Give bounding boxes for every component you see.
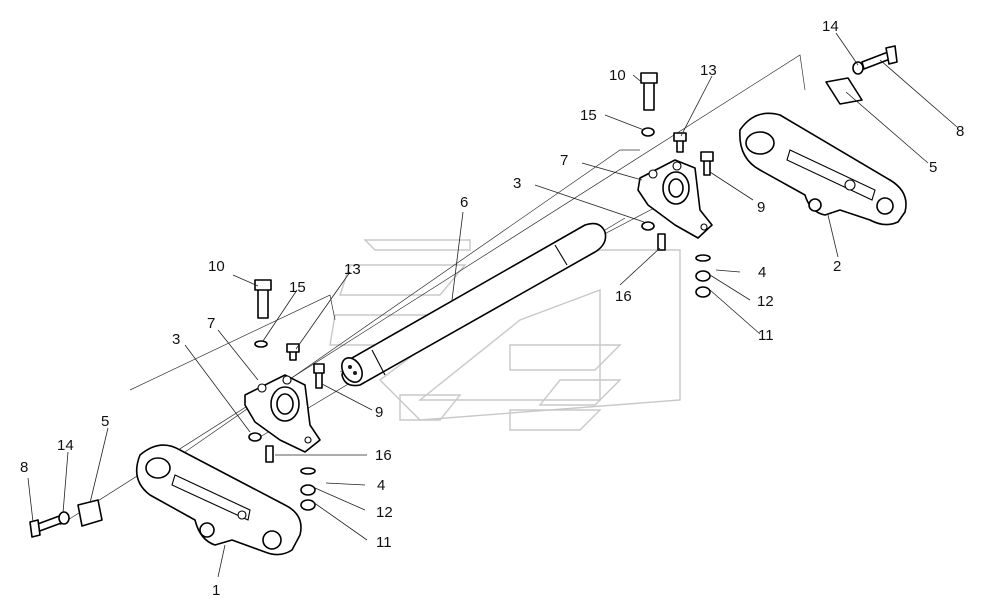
label-8-left: 8	[20, 459, 28, 476]
label-3-right: 3	[513, 175, 521, 192]
label-3-left: 3	[172, 331, 180, 348]
label-5-left: 5	[101, 413, 109, 430]
label-13-right: 13	[700, 62, 717, 79]
label-1: 1	[212, 582, 220, 599]
label-15-right: 15	[580, 107, 597, 124]
label-7-right: 7	[560, 152, 568, 169]
label-8-right: 8	[956, 123, 964, 140]
label-12-left: 12	[376, 504, 393, 521]
label-16-left: 16	[375, 447, 392, 464]
label-11-left: 11	[376, 534, 392, 551]
watermark-logo	[329, 239, 681, 431]
right-bearing-block	[637, 159, 713, 239]
label-7-left: 7	[207, 315, 215, 332]
shaft	[341, 222, 607, 387]
label-10-right: 10	[609, 67, 626, 84]
label-12-right: 12	[757, 293, 774, 310]
label-9-left: 9	[375, 404, 383, 421]
label-4-right: 4	[758, 264, 766, 281]
callout-labels: 1 2 3 3 4 4 5 5 6 7 7 8 8 9 9 10 10 11 1…	[20, 18, 964, 599]
label-16-right: 16	[615, 288, 632, 305]
label-9-right: 9	[757, 199, 765, 216]
label-14-right: 14	[822, 18, 839, 35]
fasteners	[29, 45, 898, 538]
label-15-left: 15	[289, 279, 306, 296]
left-bearing-block	[244, 374, 321, 453]
label-2: 2	[833, 258, 841, 275]
label-14-left: 14	[57, 437, 74, 454]
label-13-left: 13	[344, 261, 361, 278]
label-5-right: 5	[929, 159, 937, 176]
label-11-right: 11	[758, 327, 774, 344]
leader-lines	[27, 32, 958, 578]
label-6: 6	[460, 194, 468, 211]
left-arm	[135, 444, 302, 556]
label-10-left: 10	[208, 258, 225, 275]
label-4-left: 4	[377, 477, 385, 494]
right-arm	[739, 112, 907, 226]
